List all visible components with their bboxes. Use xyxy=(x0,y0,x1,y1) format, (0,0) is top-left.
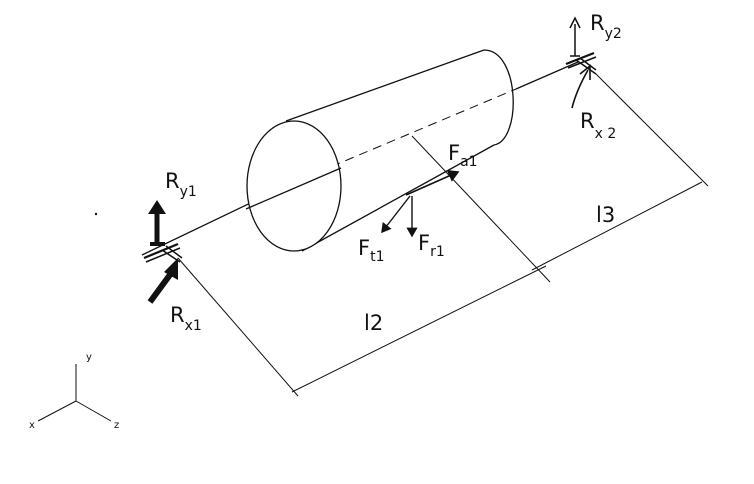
shaft-line-right xyxy=(515,61,579,90)
l2-label: l2 xyxy=(364,311,383,335)
cylinder-front-face xyxy=(246,120,342,252)
axis-y-label: y xyxy=(86,352,92,363)
rx2-label: Rx 2 xyxy=(580,109,616,142)
ry1-arrow xyxy=(148,200,166,246)
fa1-label: Fa1 xyxy=(448,141,478,170)
rx1-label: Rx1 xyxy=(170,303,202,334)
axis-x-label: x xyxy=(29,420,35,431)
ry2-arrow xyxy=(569,16,581,57)
bearing-right xyxy=(565,51,597,75)
ry1-label: Ry1 xyxy=(165,169,197,200)
rx2-arrow xyxy=(571,64,591,109)
rx1-arrow xyxy=(147,258,178,304)
fr1-label: Fr1 xyxy=(418,231,445,260)
dimension-lines xyxy=(177,73,709,397)
ft1-arrow xyxy=(381,195,411,234)
coordinate-axes xyxy=(37,364,112,422)
axis-z-label: z xyxy=(114,420,119,431)
ry2-label: Ry2 xyxy=(590,11,622,42)
gear-cylinder xyxy=(245,49,514,252)
stray-dot xyxy=(94,212,98,216)
l3-label: l3 xyxy=(596,203,615,227)
fa1-arrow xyxy=(405,170,460,196)
shaft-hidden-axis xyxy=(289,88,517,185)
bearing-left xyxy=(143,242,183,263)
ft1-label: Ft1 xyxy=(358,236,385,265)
